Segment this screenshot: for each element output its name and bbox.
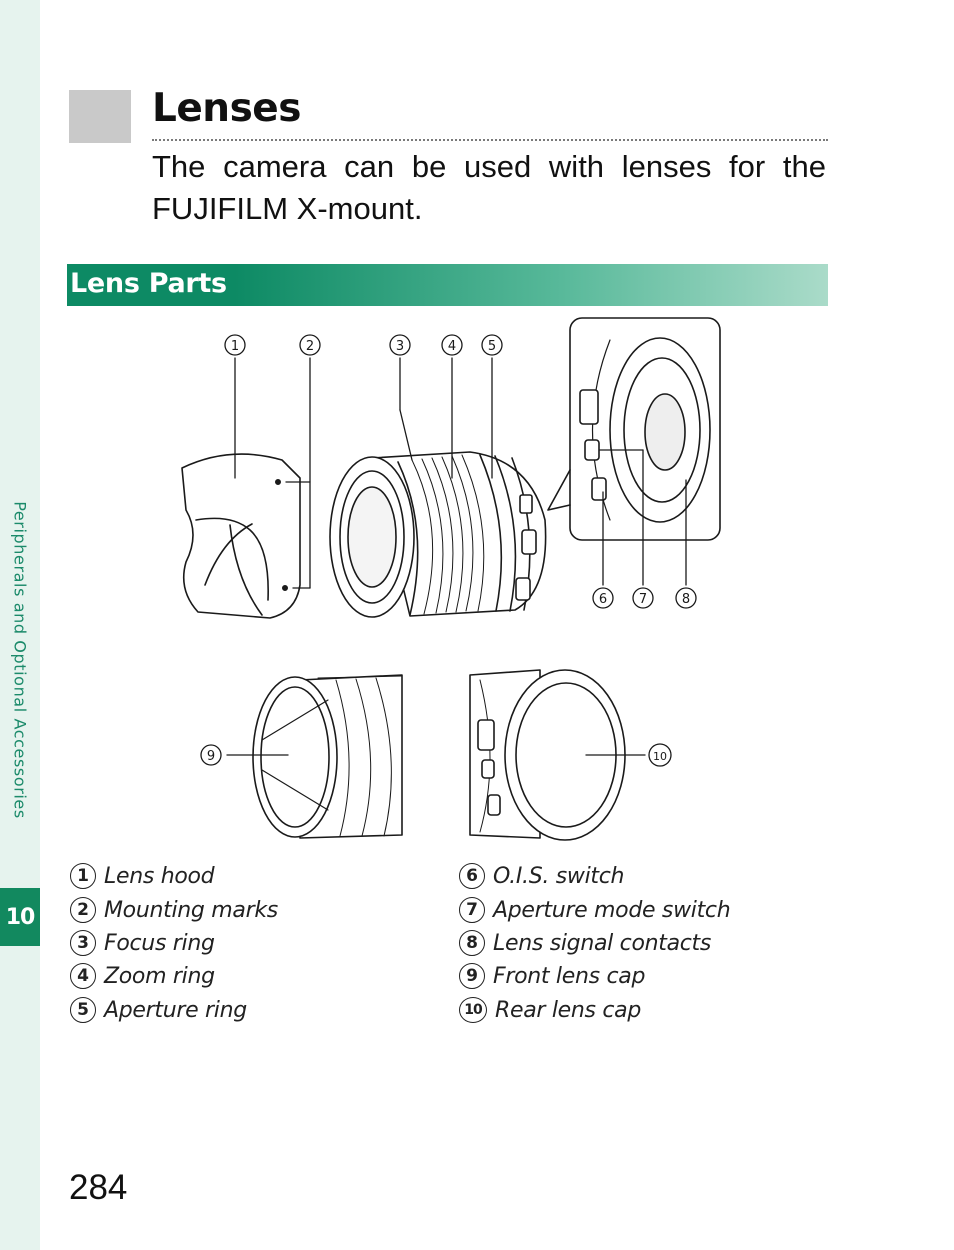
part-label: Zoom ring <box>104 963 215 989</box>
callout-markers: 1 2 3 4 5 6 7 8 9 10 <box>200 334 697 767</box>
part-number: 5 <box>70 997 96 1023</box>
part-label: Aperture mode switch <box>493 897 731 923</box>
callout-6: 6 <box>592 587 614 609</box>
callout-6-label: 6 <box>599 592 607 607</box>
part-label: Focus ring <box>104 930 215 956</box>
part-number: 6 <box>459 863 485 889</box>
list-item: 4 Zoom ring <box>70 960 215 992</box>
part-number: 10 <box>459 997 487 1023</box>
part-number: 8 <box>459 930 485 956</box>
callout-1: 1 <box>224 334 246 356</box>
callout-7: 7 <box>632 587 654 609</box>
part-label: Mounting marks <box>104 897 278 923</box>
callout-3-label: 3 <box>396 339 404 354</box>
part-label: Lens hood <box>104 863 215 889</box>
part-label: O.I.S. switch <box>493 863 625 889</box>
part-number: 9 <box>459 963 485 989</box>
part-label: Aperture ring <box>104 997 247 1023</box>
callout-2: 2 <box>299 334 321 356</box>
lens-hood-drawing <box>181 453 301 619</box>
chapter-number-badge: 10 <box>0 888 40 946</box>
part-label: Rear lens cap <box>495 997 642 1023</box>
callout-10: 10 <box>648 743 672 767</box>
intro-paragraph: The camera can be used with lenses for t… <box>152 149 826 226</box>
callout-10-label: 10 <box>653 750 667 763</box>
callout-8-label: 8 <box>682 592 690 607</box>
list-item: 1 Lens hood <box>70 860 215 892</box>
list-item: 3 Focus ring <box>70 927 215 959</box>
leader-lines <box>226 357 687 756</box>
page-number: 284 <box>69 1168 128 1207</box>
part-number: 2 <box>70 897 96 923</box>
part-number: 3 <box>70 930 96 956</box>
list-item: 8 Lens signal contacts <box>459 927 711 959</box>
callout-5-label: 5 <box>488 339 496 354</box>
section-title: Lens Parts <box>70 268 227 299</box>
part-number: 1 <box>70 863 96 889</box>
title-marker <box>69 90 131 143</box>
front-lens-cap-drawing <box>252 674 403 839</box>
part-label: Lens signal contacts <box>493 930 712 956</box>
part-number: 4 <box>70 963 96 989</box>
part-number: 7 <box>459 897 485 923</box>
list-item: 7 Aperture mode switch <box>459 894 731 926</box>
callout-4: 4 <box>441 334 463 356</box>
list-item: 6 O.I.S. switch <box>459 860 624 892</box>
callout-8: 8 <box>675 587 697 609</box>
callout-5: 5 <box>481 334 503 356</box>
callout-3: 3 <box>389 334 411 356</box>
part-label: Front lens cap <box>493 963 646 989</box>
page-title: Lenses <box>152 86 301 131</box>
callout-2-label: 2 <box>306 339 314 354</box>
rear-mount-inset <box>547 317 721 541</box>
lens-body-drawing <box>329 451 547 618</box>
section-heading: Lens Parts <box>67 264 828 306</box>
rear-lens-cap-drawing <box>469 669 626 841</box>
list-item: 9 Front lens cap <box>459 960 645 992</box>
callout-1-label: 1 <box>231 339 239 354</box>
list-item: 2 Mounting marks <box>70 894 278 926</box>
chapter-side-tab <box>0 0 40 1250</box>
callout-9: 9 <box>200 744 222 766</box>
callout-7-label: 7 <box>639 592 647 607</box>
callout-4-label: 4 <box>448 339 456 354</box>
list-item: 10 Rear lens cap <box>459 994 641 1026</box>
list-item: 5 Aperture ring <box>70 994 247 1026</box>
callout-9-label: 9 <box>207 749 215 764</box>
title-divider <box>152 139 828 141</box>
